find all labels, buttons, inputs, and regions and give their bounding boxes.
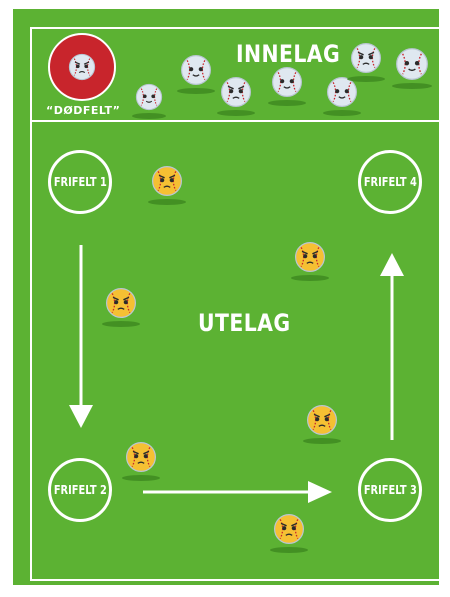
- batter-ball-icon: [350, 42, 382, 79]
- batter-ball-icon: [395, 47, 429, 86]
- free-zone-3: FRIFELT 3: [358, 458, 422, 522]
- fielder-ball-icon: [105, 287, 137, 324]
- fielder-ball-icon: [306, 404, 338, 441]
- free-zone-3-label: FRIFELT 3: [363, 483, 416, 497]
- free-zone-1-label: FRIFELT 1: [53, 175, 106, 189]
- batter-ball-icon: [326, 76, 358, 113]
- batter-ball-icon: [135, 83, 163, 116]
- fielder-ball-icon: [151, 165, 183, 202]
- batter-ball-icon: [271, 66, 303, 103]
- arrow-right: [143, 481, 332, 503]
- arrow-down: [69, 245, 93, 428]
- batter-ball-icon: [180, 54, 212, 91]
- free-zone-2: FRIFELT 2: [48, 458, 112, 522]
- batter-ball-icon: [68, 53, 96, 86]
- free-zone-4-label: FRIFELT 4: [363, 175, 416, 189]
- arrow-up: [380, 253, 404, 440]
- fielder-ball-icon: [294, 241, 326, 278]
- fielder-ball-icon: [125, 441, 157, 478]
- utelag-title: UTELAG: [198, 309, 291, 337]
- free-zone-1: FRIFELT 1: [48, 150, 112, 214]
- fielder-ball-icon: [273, 513, 305, 550]
- dead-zone-label: “DØDFELT”: [46, 104, 120, 117]
- free-zone-4: FRIFELT 4: [358, 150, 422, 214]
- innelag-title: INNELAG: [236, 40, 340, 68]
- free-zone-2-label: FRIFELT 2: [53, 483, 106, 497]
- batter-ball-icon: [220, 76, 252, 113]
